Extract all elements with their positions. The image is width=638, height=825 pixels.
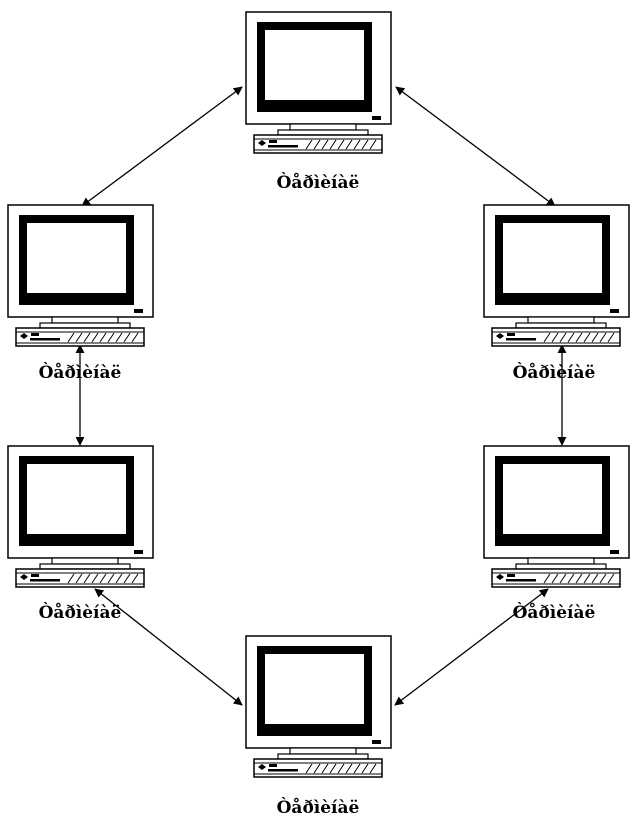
terminal-upper-left: Òåðìèíàë <box>7 204 154 383</box>
edge-top-upper-left <box>81 86 243 207</box>
computer-icon <box>483 204 630 347</box>
computer-icon <box>483 445 630 588</box>
terminal-upper-right: Òåðìèíàë <box>483 204 630 383</box>
terminal-label: Òåðìèíàë <box>513 362 596 383</box>
edge-lower-left-bottom <box>94 588 243 706</box>
computer-icon <box>245 11 392 154</box>
terminal-label: Òåðìèíàë <box>277 172 360 193</box>
terminal-label: Òåðìèíàë <box>39 602 122 623</box>
terminal-bottom: Òåðìèíàë <box>245 635 392 818</box>
terminal-label: Òåðìèíàë <box>277 797 360 818</box>
computer-icon <box>7 445 154 588</box>
terminal-label: Òåðìèíàë <box>39 362 122 383</box>
computer-icon <box>245 635 392 778</box>
terminal-label: Òåðìèíàë <box>513 602 596 623</box>
edge-top-upper-right <box>395 86 556 207</box>
edge-lower-right-bottom <box>394 588 549 706</box>
terminal-lower-right: Òåðìèíàë <box>483 445 630 623</box>
connection-lines <box>75 86 567 706</box>
terminal-lower-left: Òåðìèíàë <box>7 445 154 623</box>
computer-icon <box>7 204 154 347</box>
terminal-top: Òåðìèíàë <box>245 11 392 193</box>
